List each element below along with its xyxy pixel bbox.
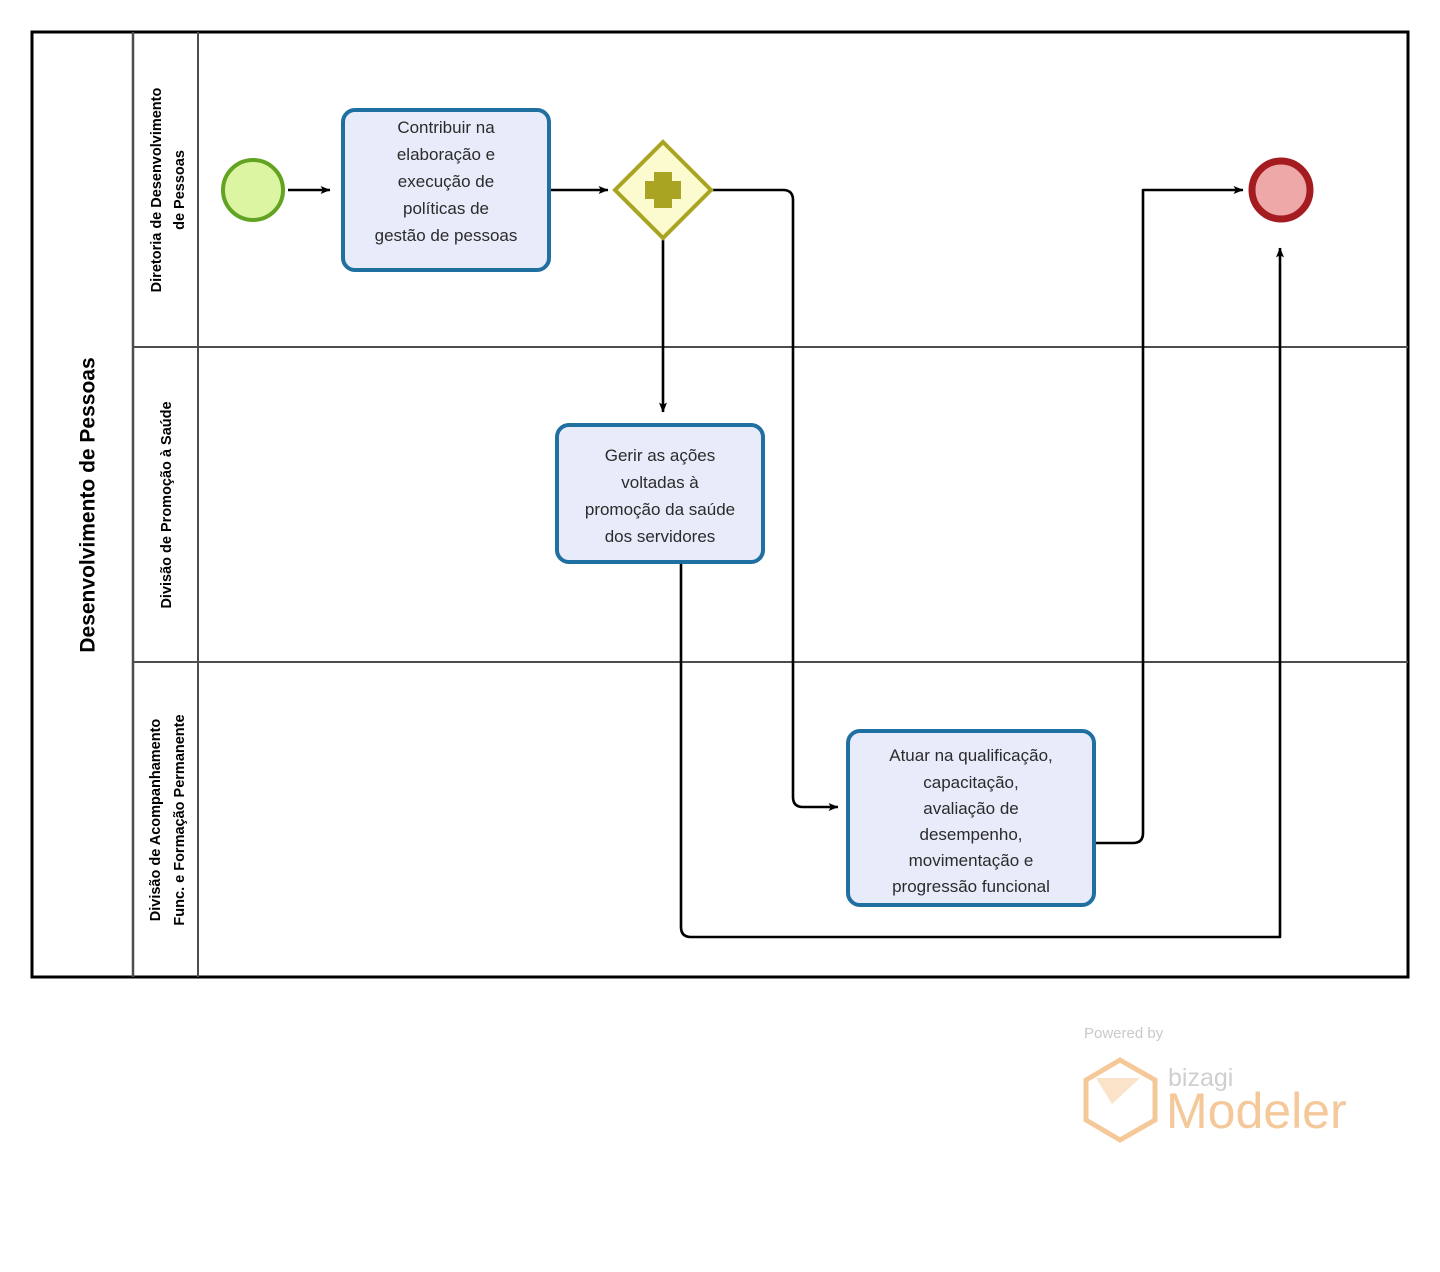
- lane-title-acompanhamento-line2: Func. e Formação Permanente: [172, 714, 188, 925]
- lane-header-promocao-saude: Divisão de Promoção à Saúde: [159, 401, 175, 608]
- powered-by-label: Powered by: [1084, 1025, 1164, 1042]
- flow-task2-to-end: [679, 247, 1284, 939]
- task-politicas-line-3: políticas de: [403, 199, 489, 218]
- start-event[interactable]: [221, 158, 285, 222]
- task-qualificacao-line-0: Atuar na qualificação,: [889, 746, 1053, 765]
- flow-gateway-to-task3: [712, 188, 839, 811]
- task-qualificacao-line-1: capacitação,: [923, 773, 1018, 792]
- bizagi-branding: Powered by bizagi Modeler: [1083, 1025, 1347, 1143]
- flow-task3-to-end: [1096, 186, 1244, 845]
- hexagon-outline: [1083, 1057, 1158, 1143]
- lane-title-diretoria-line2: de Pessoas: [172, 150, 188, 230]
- task-qualificacao[interactable]: Atuar na qualificação, capacitação, aval…: [846, 729, 1096, 907]
- parallel-gateway[interactable]: [612, 139, 714, 241]
- pool-title: Desenvolvimento de Pessoas: [77, 357, 100, 652]
- task-saude-line-3: dos servidores: [605, 527, 716, 546]
- lane-title-promocao-saude: Divisão de Promoção à Saúde: [159, 401, 175, 608]
- task-qualificacao-line-2: avaliação de: [923, 799, 1018, 818]
- sequence-flow-layer: [288, 186, 1284, 939]
- lane-header-diretoria: Diretoria de Desenvolvimento de Pessoas: [149, 88, 188, 293]
- task-politicas-box[interactable]: [341, 108, 551, 272]
- task-qualificacao-line-5: progressão funcional: [892, 877, 1050, 896]
- task-saude[interactable]: Gerir as ações voltadas à promoção da sa…: [555, 423, 765, 564]
- task-saude-box[interactable]: [555, 423, 765, 564]
- lane-title-diretoria-line1: Diretoria de Desenvolvimento: [149, 88, 165, 293]
- task-politicas-line-0: Contribuir na: [397, 118, 495, 137]
- end-event-circle[interactable]: [1248, 157, 1314, 223]
- task-politicas-line-1: elaboração e: [397, 145, 495, 164]
- task-qualificacao-line-3: desempenho,: [919, 825, 1022, 844]
- hexagon-inner-shape: [1096, 1078, 1140, 1104]
- task-politicas-line-4: gestão de pessoas: [375, 226, 518, 245]
- task-politicas[interactable]: Contribuir na elaboração e execução de p…: [341, 108, 551, 272]
- lane-title-acompanhamento-line1: Divisão de Acompanhamento: [148, 719, 164, 922]
- task-saude-line-2: promoção da saúde: [585, 500, 735, 519]
- bizagi-wordmark: bizagi: [1168, 1064, 1233, 1092]
- modeler-wordmark: Modeler: [1166, 1083, 1347, 1139]
- task-politicas-line-2: execução de: [398, 172, 494, 191]
- task-saude-line-1: voltadas à: [621, 473, 699, 492]
- start-event-circle[interactable]: [221, 158, 285, 222]
- end-event[interactable]: [1248, 157, 1314, 223]
- lane-header-acompanhamento: Divisão de Acompanhamento Func. e Formaç…: [148, 714, 188, 925]
- task-saude-line-0: Gerir as ações: [605, 446, 716, 465]
- bizagi-hexagon-icon: [1083, 1057, 1158, 1143]
- task-qualificacao-box[interactable]: [846, 729, 1096, 907]
- task-qualificacao-line-4: movimentação e: [909, 851, 1034, 870]
- parallel-gateway-plus-icon: [645, 172, 681, 208]
